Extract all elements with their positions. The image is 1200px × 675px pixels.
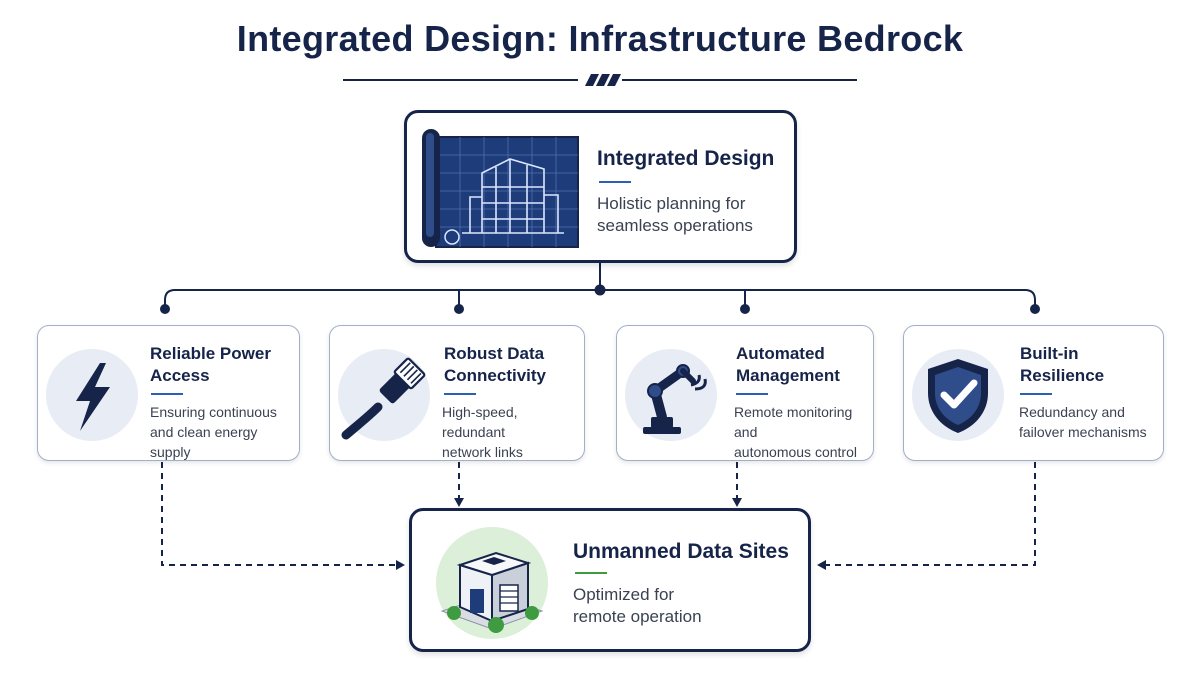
pillar-robust-data: Robust Data Connectivity High-speed, red… xyxy=(329,325,585,461)
pillar-heading: Reliable Power Access xyxy=(150,344,271,385)
top-description: Holistic planning for seamless operation… xyxy=(597,194,753,235)
bottom-heading: Unmanned Data Sites xyxy=(573,540,789,563)
pillar-reliable-power: Reliable Power Access Ensuring continuou… xyxy=(37,325,300,461)
page-title: Integrated Design: Infrastructure Bedroc… xyxy=(236,18,964,59)
bottom-accent-rule xyxy=(575,572,607,574)
title-divider xyxy=(343,74,857,86)
pillar-accent-rule xyxy=(1020,393,1052,395)
pillar-description: Remote monitoring and autonomous control xyxy=(734,404,857,460)
robotic-arm-icon xyxy=(625,349,717,446)
junction-dot xyxy=(594,284,606,296)
data-building-icon xyxy=(434,525,550,646)
pillar-description: High-speed, redundant network links xyxy=(442,404,523,460)
pillar-built-in-resilience: Built-in Resilience Redundancy and failo… xyxy=(903,325,1164,461)
blueprint-icon xyxy=(422,125,582,256)
shield-check-icon xyxy=(912,349,1004,446)
junction-dot xyxy=(740,304,750,314)
pillar-heading: Built-in Resilience xyxy=(1020,344,1105,385)
pillar-accent-rule xyxy=(151,393,183,395)
top-heading: Integrated Design xyxy=(597,147,775,170)
pillar-accent-rule xyxy=(736,393,768,395)
network-cable-icon xyxy=(338,349,430,446)
pillar-description: Ensuring continuous and clean energy sup… xyxy=(150,404,277,460)
pillar-description: Redundancy and failover mechanisms xyxy=(1019,404,1147,440)
top-accent-rule xyxy=(599,181,631,183)
junction-dot xyxy=(454,304,464,314)
unmanned-data-sites-box: Unmanned Data Sites Optimized for remote… xyxy=(409,508,811,652)
pillar-heading: Robust Data Connectivity xyxy=(444,344,547,385)
bottom-description: Optimized for remote operation xyxy=(573,585,702,626)
junction-dot xyxy=(160,304,170,314)
pillar-accent-rule xyxy=(444,393,476,395)
integrated-design-box: Integrated Design Holistic planning for … xyxy=(404,110,797,263)
junction-dot xyxy=(1030,304,1040,314)
lightning-bolt-icon xyxy=(46,349,138,446)
pillar-heading: Automated Management xyxy=(736,344,840,385)
pillar-automated-management: Automated Management Remote monitoring a… xyxy=(616,325,874,461)
